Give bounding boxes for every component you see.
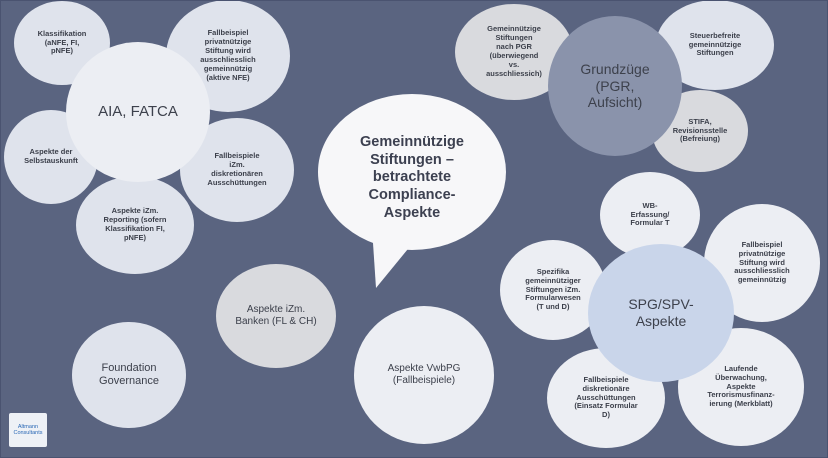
bubble-classification: Klassifikation (aNFE, FI, pNFE) (14, 1, 110, 85)
bubble-tax-exempt: Steuerbefreite gemeinnützige Stiftungen (656, 0, 774, 90)
bubble-wb-erfassung: WB- Erfassung/ Formular T (600, 172, 700, 258)
bubble-vwbpg: Aspekte VwbPG (Fallbeispiele) (354, 306, 494, 444)
altmann-logo: Altmann Consultants (9, 413, 47, 447)
bubble-aia-discretionary: Fallbeispiele iZm. diskretionären Aussch… (180, 118, 294, 222)
hub-spg-spv: SPG/SPV- Aspekte (588, 244, 734, 382)
center-title: Gemeinnützige Stiftungen – betrachtete C… (360, 134, 464, 221)
bubble-reporting: Aspekte iZm. Reporting (sofern Klassifik… (76, 176, 194, 274)
hub-aia-fatca: AIA, FATCA (66, 42, 210, 182)
hub-grundzuege: Grundzüge (PGR, Aufsicht) (548, 16, 682, 156)
bubble-foundation-governance: Foundation Governance (72, 322, 186, 428)
bubble-banks: Aspekte iZm. Banken (FL & CH) (216, 264, 336, 368)
bubble-spg-specifics: Spezifika gemeinnütziger Stiftungen iZm.… (500, 240, 606, 340)
